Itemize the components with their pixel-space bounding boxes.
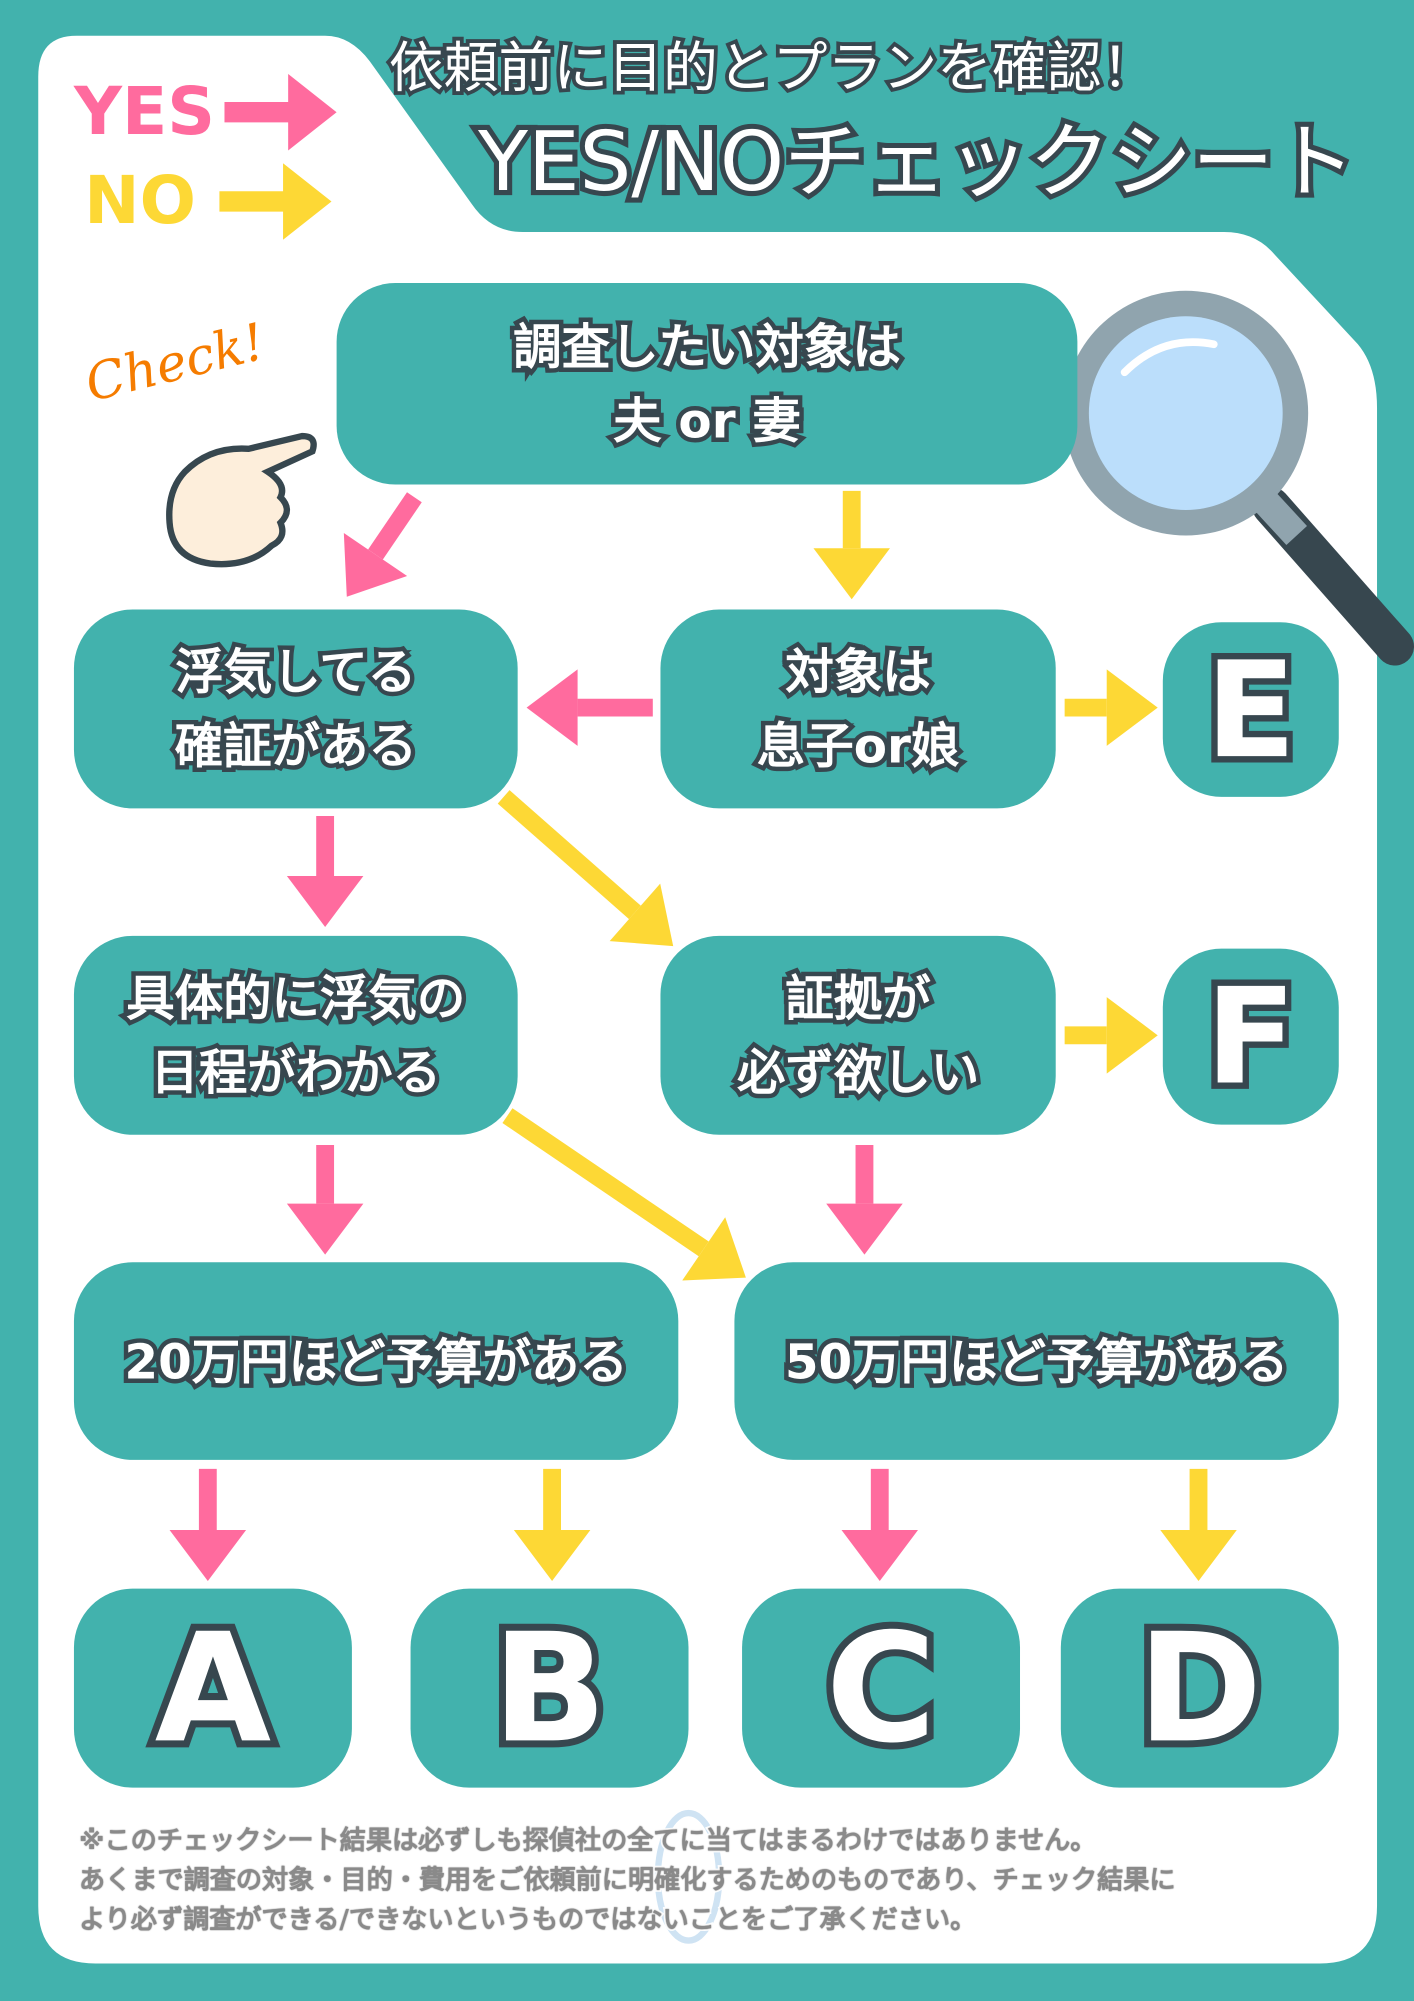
node-budget-50: 50万円ほど予算がある [734,1262,1339,1460]
node-start: 調査したい対象は 夫 or 妻 [336,283,1078,485]
node-son-daughter-line1: 対象は [781,639,935,704]
footnote: ※このチェックシート結果は必ずしも探偵社の全てに当てはまるわけではありません。 … [77,1821,1367,1940]
magnifying-glass-icon [1063,290,1414,666]
node-need-evidence: 証拠が 必ず欲しい [660,935,1056,1135]
result-c: C [742,1588,1021,1788]
result-d-label: D [1130,1600,1269,1777]
legend-no-label: NO [84,163,197,240]
footnote-line: ※このチェックシート結果は必ずしも探偵社の全てに当てはまるわけではありません。 [77,1823,1098,1857]
no-arrow-icon [1064,669,1158,746]
result-b: B [410,1588,689,1788]
yes-arrow-icon [169,1468,247,1582]
header-subtitle: 依頼前に目的とプランを確認！ [385,33,1160,104]
result-f: F [1162,948,1339,1125]
result-e-label: E [1199,631,1302,788]
no-arrow-icon [1064,997,1158,1074]
legend-yes-arrow-icon [224,73,337,151]
result-a-label: A [148,1600,279,1777]
no-arrow-icon [497,790,674,947]
pointing-hand-icon [166,432,317,568]
node-affair-proof: 浮気してる 確証がある [73,609,518,809]
watermark-logo [654,1809,723,1944]
node-affair-proof-line2: 確証がある [170,713,421,778]
result-f-label: F [1199,958,1302,1115]
legend-no-arrow-icon [219,163,332,240]
result-a: A [73,1588,352,1788]
legend-yes-label: YES [73,73,216,151]
result-d: D [1060,1588,1339,1788]
footnote-line: あくまで調査の対象・目的・費用をご依頼前に明確化するためのものであり、チェック結… [77,1862,1177,1896]
node-start-line2: 夫 or 妻 [609,388,806,453]
node-affair-schedule-line1: 具体的に浮気の [122,966,470,1031]
yes-arrow-icon [286,1144,364,1255]
yes-arrow-icon [841,1468,919,1582]
node-budget-50-label: 50万円ほど予算がある [780,1329,1292,1394]
no-arrow-icon [502,1108,746,1281]
no-arrow-icon [513,1468,591,1582]
node-budget-20: 20万円ほど予算がある [73,1262,679,1460]
footnote-line: より必ず調査ができる/できないというものではないことをご了承ください。 [77,1902,978,1936]
yes-arrow-icon [343,492,422,597]
result-e: E [1162,622,1339,797]
yes-arrow-icon [286,816,364,927]
node-affair-schedule-line2: 日程がわかる [146,1040,446,1105]
node-need-evidence-line2: 必ず欲しい [732,1040,983,1105]
node-affair-schedule: 具体的に浮気の 日程がわかる [73,935,518,1135]
node-son-daughter: 対象は 息子or娘 [660,609,1056,809]
no-arrow-icon [1160,1468,1237,1582]
node-start-line1: 調査したい対象は [509,314,906,379]
node-son-daughter-line2: 息子or娘 [752,713,963,778]
node-affair-proof-line1: 浮気してる [171,639,421,704]
no-arrow-icon [813,490,890,600]
result-b-label: B [485,1600,614,1777]
result-c-label: C [819,1600,943,1777]
yes-arrow-icon [826,1144,903,1255]
header-title: YES/NOチェックシート [473,111,1360,216]
yes-arrow-icon [526,669,653,746]
node-need-evidence-line1: 証拠が [781,966,935,1031]
node-budget-20-label: 20万円ほど予算がある [120,1329,632,1394]
